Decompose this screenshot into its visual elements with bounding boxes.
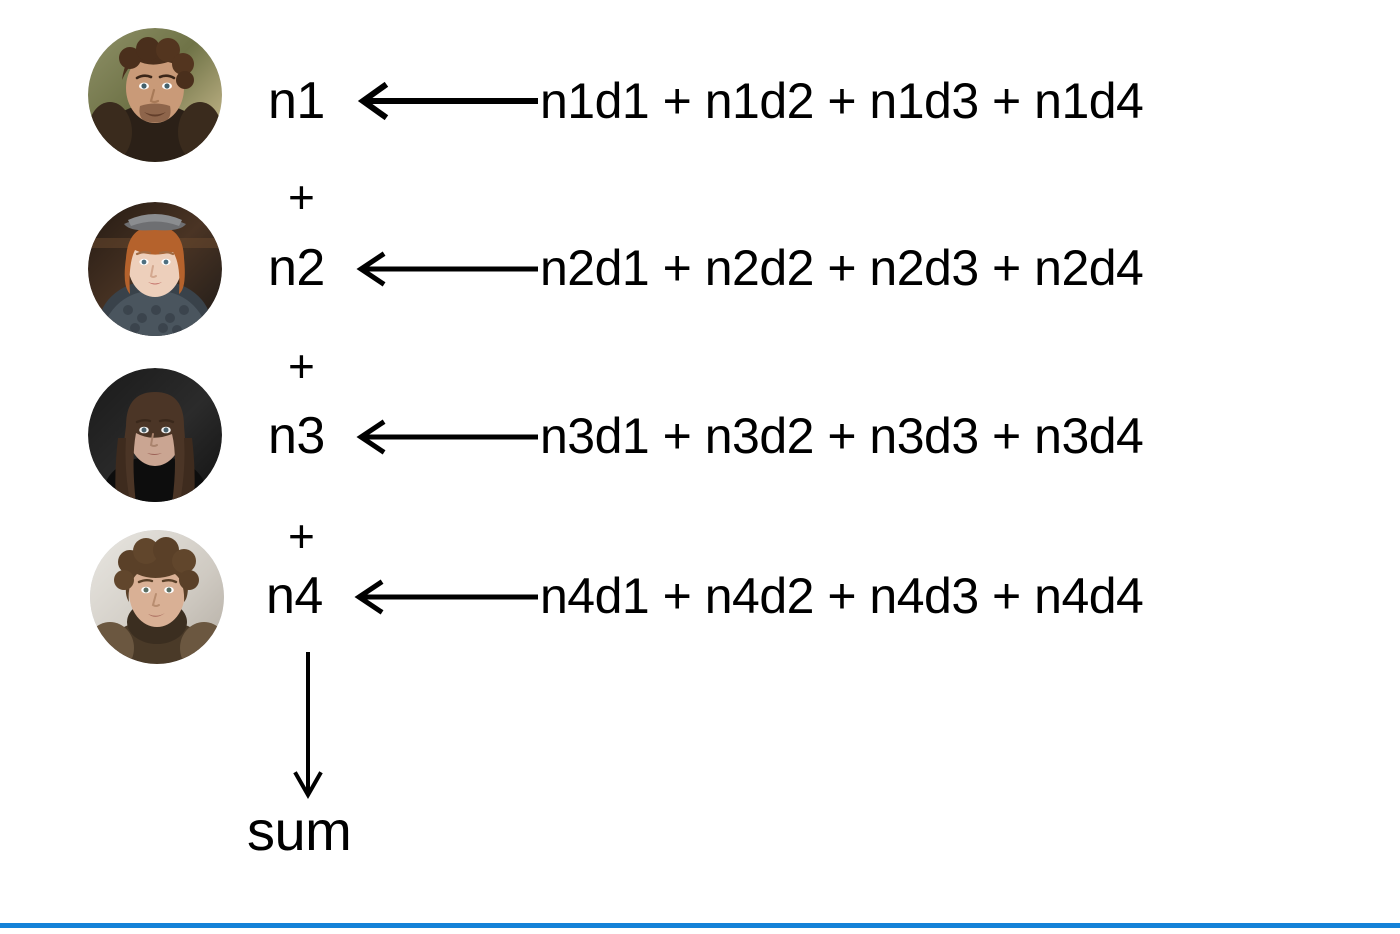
expression-row-4: n4d1 + n4d2 + n4d3 + n4d4: [540, 568, 1144, 624]
plus-between-row-3-4: +: [288, 510, 315, 562]
arrow-to-sum: [290, 650, 326, 800]
node-label-n1: n1: [268, 72, 325, 130]
avatar-person-3: [88, 368, 222, 502]
avatar-person-2: [88, 202, 222, 336]
plus-between-row-1-2: +: [288, 171, 315, 223]
node-label-n2: n2: [268, 239, 325, 297]
avatar-person-4: [90, 530, 224, 664]
arrow-row-4: [354, 579, 540, 615]
expression-row-2: n2d1 + n2d2 + n2d3 + n2d4: [540, 240, 1144, 296]
expression-row-1: n1d1 + n1d2 + n1d3 + n1d4: [540, 73, 1144, 129]
expression-row-3: n3d1 + n3d2 + n3d3 + n3d4: [540, 408, 1144, 464]
node-label-n3: n3: [268, 407, 325, 465]
arrow-row-3: [356, 419, 540, 455]
arrow-row-1: [357, 81, 540, 121]
avatar-person-1: [88, 28, 222, 162]
sum-label: sum: [247, 799, 352, 862]
node-label-n4: n4: [266, 567, 323, 625]
plus-between-row-2-3: +: [288, 340, 315, 392]
arrow-row-2: [356, 251, 540, 287]
bottom-divider: [0, 923, 1400, 928]
